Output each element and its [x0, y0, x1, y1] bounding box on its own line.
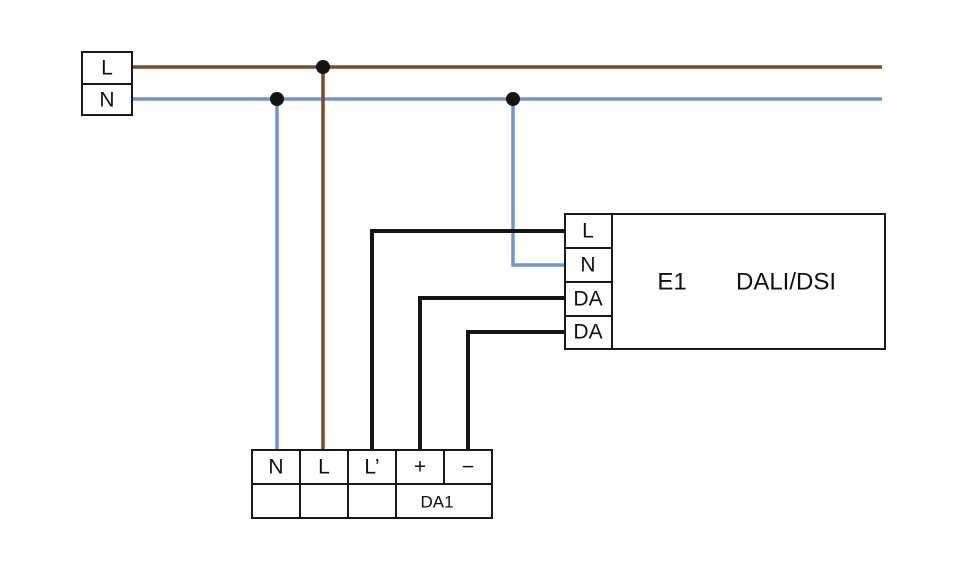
bottom-terminal-label-lprime: L’ — [364, 456, 379, 479]
bottom-block-lower-row — [251, 483, 493, 519]
junction-dot-neutral-2 — [506, 92, 520, 106]
device-terminal-label-n: N — [580, 254, 595, 277]
device-system-label: DALI/DSI — [736, 269, 836, 296]
device-id-label: E1 — [657, 269, 686, 296]
device-body — [611, 213, 886, 350]
device-terminal-cell-da1 — [564, 281, 613, 317]
supply-terminal-label-l: L — [101, 57, 113, 80]
supply-terminal-label-n: N — [99, 89, 114, 112]
supply-terminal-cell-n — [81, 83, 133, 116]
device-terminal-cell-n — [564, 247, 613, 283]
device-terminal-label-l: L — [582, 220, 594, 243]
bottom-terminal-label-minus: − — [462, 456, 474, 479]
device-terminal-cell-da2 — [564, 315, 613, 350]
supply-terminal-cell-l — [81, 51, 133, 85]
bottom-terminal-label-n: N — [268, 456, 283, 479]
bottom-block-terminal-row — [251, 449, 493, 485]
bottom-terminal-label-plus: + — [414, 456, 426, 479]
switched-live-wire — [370, 229, 567, 452]
da-minus-wire — [466, 330, 567, 452]
device-neutral-wire — [511, 99, 567, 267]
bottom-terminal-label-l: L — [318, 456, 330, 479]
junction-dot-neutral-1 — [270, 92, 284, 106]
bottom-bus-label: DA1 — [420, 493, 453, 512]
device-terminal-label-da1: DA — [573, 288, 602, 311]
junction-dot-live — [316, 60, 330, 74]
device-terminal-label-da2: DA — [573, 321, 602, 344]
da-plus-wire — [418, 296, 567, 452]
device-terminal-cell-l — [564, 213, 613, 249]
